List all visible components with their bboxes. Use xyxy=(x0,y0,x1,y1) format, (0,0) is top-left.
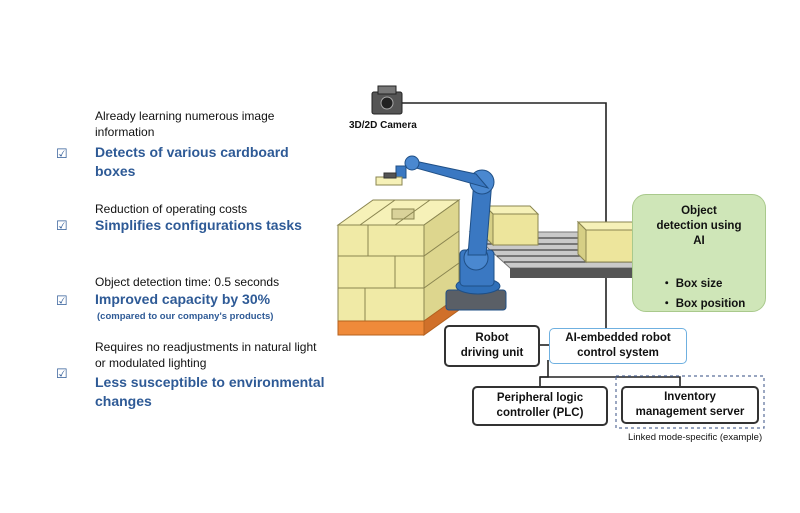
ai-control-system-box: AI-embedded robot control system xyxy=(549,328,687,364)
object-detection-panel: Object detection using AI ・ Box size ・ B… xyxy=(632,194,766,312)
checkbox-icon: ☑ xyxy=(56,146,68,161)
detection-item-position: ・ Box position xyxy=(661,298,746,310)
detection-title: Object detection using AI xyxy=(633,204,765,249)
camera-icon xyxy=(371,85,403,115)
robot-arm xyxy=(375,155,507,311)
checkbox-icon: ☑ xyxy=(56,293,68,308)
plc-label: Peripheral logic controller (PLC) xyxy=(496,392,584,419)
checkbox-icon: ☑ xyxy=(56,366,68,381)
feature-note: (compared to our company's products) xyxy=(97,311,274,322)
feature-heading: Improved capacity by 30% xyxy=(95,291,271,307)
detection-item-size: ・ Box size xyxy=(661,278,723,290)
feature-heading: Less susceptible to environmental change… xyxy=(95,374,325,409)
camera-label: 3D/2D Camera xyxy=(349,120,417,131)
linked-dashed-frame xyxy=(615,375,765,429)
ai-control-system-label: AI-embedded robot control system xyxy=(565,332,671,359)
feature-subtitle: Requires no readjustments in natural lig… xyxy=(95,340,317,370)
pallet-stack xyxy=(336,199,461,336)
inventory-server-box: Inventory management server xyxy=(621,386,759,424)
feature-heading: Simplifies configurations tasks xyxy=(95,217,302,233)
robot-driving-unit-box: Robot driving unit xyxy=(444,325,540,367)
inventory-server-label: Inventory management server xyxy=(635,391,745,418)
robot-driving-unit-label: Robot driving unit xyxy=(460,332,524,359)
plc-box: Peripheral logic controller (PLC) xyxy=(472,386,608,426)
feature-subtitle: Reduction of operating costs xyxy=(95,202,248,216)
checkbox-icon: ☑ xyxy=(56,218,68,233)
feature-subtitle: Already learning numerous image informat… xyxy=(95,109,275,139)
detection-title-text: Object detection using AI xyxy=(656,205,742,247)
feature-heading: Detects of various cardboard boxes xyxy=(95,144,289,179)
linked-mode-note: Linked mode-specific (example) xyxy=(628,432,763,443)
feature-subtitle: Object detection time: 0.5 seconds xyxy=(95,275,280,289)
